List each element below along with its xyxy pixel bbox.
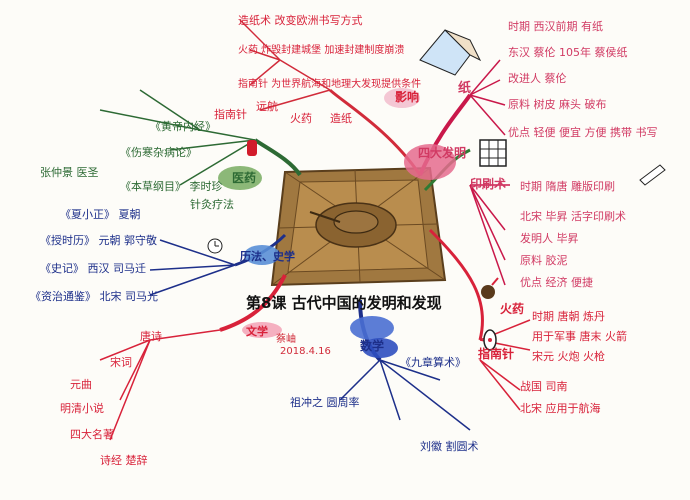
compass-label: 指南针 <box>478 347 515 361</box>
branch-medicine: 医药 <box>232 171 257 185</box>
history-item-1: 《夏小正》 夏朝 <box>60 208 141 221</box>
medicine-item-3: 张仲景 医圣 <box>40 166 99 179</box>
compass-item-1: 战国 司南 <box>520 380 568 393</box>
gunpowder-item-1: 时期 唐朝 炼丹 <box>532 310 605 323</box>
math-item-1: 《九章算术》 <box>400 356 466 369</box>
compass-item-2: 北宋 应用于航海 <box>520 402 601 415</box>
printing-item-1: 时期 隋唐 雕版印刷 <box>520 180 615 193</box>
author-name: 蔡岫 <box>276 334 296 345</box>
branch-influence: 影响 <box>395 90 420 104</box>
literature-item-1: 唐诗 <box>140 330 162 343</box>
influence-item-3: 指南针 为世界航海和地理大发现提供条件 <box>238 79 422 90</box>
branch-literature: 文学 <box>246 325 268 338</box>
literature-item-3: 元曲 <box>70 378 92 391</box>
branch-history: 历法、史学 <box>240 250 295 263</box>
paper-item-2: 东汉 蔡伦 105年 蔡侯纸 <box>508 46 628 59</box>
gunpowder-item-2: 用于军事 唐末 火箭 <box>532 330 627 343</box>
influence-label-3: 火药 <box>290 112 312 125</box>
paper-label: 纸 <box>458 81 472 96</box>
lamp-icon <box>247 140 257 156</box>
center-picture <box>270 166 447 287</box>
influence-item-2: 火药 炸毁封建城堡 加速封建制度崩溃 <box>238 45 405 56</box>
paper-item-3: 改进人 蔡伦 <box>508 72 567 85</box>
history-item-2: 《授时历》 元朝 郭守敬 <box>40 234 157 247</box>
printing-item-4: 原料 胶泥 <box>520 254 568 267</box>
branch-math: 数学 <box>360 339 385 353</box>
literature-item-4: 明清小说 <box>60 402 104 415</box>
medicine-item-5: 针灸疗法 <box>190 198 234 211</box>
branch-invention: 四大发明 <box>418 146 467 160</box>
literature-item-2: 宋词 <box>110 356 132 369</box>
math-item-3: 刘徽 割圆术 <box>420 440 479 453</box>
paper-item-4: 原料 树皮 麻头 破布 <box>508 98 607 111</box>
decorations <box>207 29 666 351</box>
medicine-item-1: 《黄帝内经》 <box>150 120 216 133</box>
printing-item-2: 北宋 毕昇 活字印刷术 <box>520 210 626 223</box>
page-title: 第8课 古代中国的发明和发现 <box>246 294 442 312</box>
influence-label-1: 指南针 <box>214 108 247 121</box>
history-item-3: 《史记》 西汉 司马迁 <box>40 262 146 275</box>
math-item-2: 祖冲之 圆周率 <box>290 396 360 409</box>
influence-label-2: 远航 <box>256 100 278 113</box>
influence-label-4: 造纸 <box>330 112 352 125</box>
medicine-item-2: 《伤寒杂病论》 <box>120 146 197 159</box>
influence-item-1: 造纸术 改变欧洲书写方式 <box>238 14 363 27</box>
author-date: 2018.4.16 <box>280 346 331 357</box>
paper-item-1: 时期 西汉前期 有纸 <box>508 20 603 33</box>
literature-item-5: 四大名著 <box>70 428 114 441</box>
printing-item-3: 发明人 毕昇 <box>520 232 579 245</box>
printing-label: 印刷术 <box>470 177 507 191</box>
history-item-4: 《资治通鉴》 北宋 司马光 <box>30 290 158 303</box>
printing-item-5: 优点 经济 便捷 <box>520 276 593 289</box>
blob-shapes <box>218 88 456 358</box>
gunpowder-label: 火药 <box>500 302 525 316</box>
literature-item-6: 诗经 楚辞 <box>100 454 148 467</box>
gunpowder-item-3: 宋元 火炮 火枪 <box>532 350 605 363</box>
paper-item-5: 优点 轻便 便宜 方便 携带 书写 <box>508 126 658 139</box>
medicine-item-4: 《本草纲目》 李时珍 <box>120 180 223 193</box>
